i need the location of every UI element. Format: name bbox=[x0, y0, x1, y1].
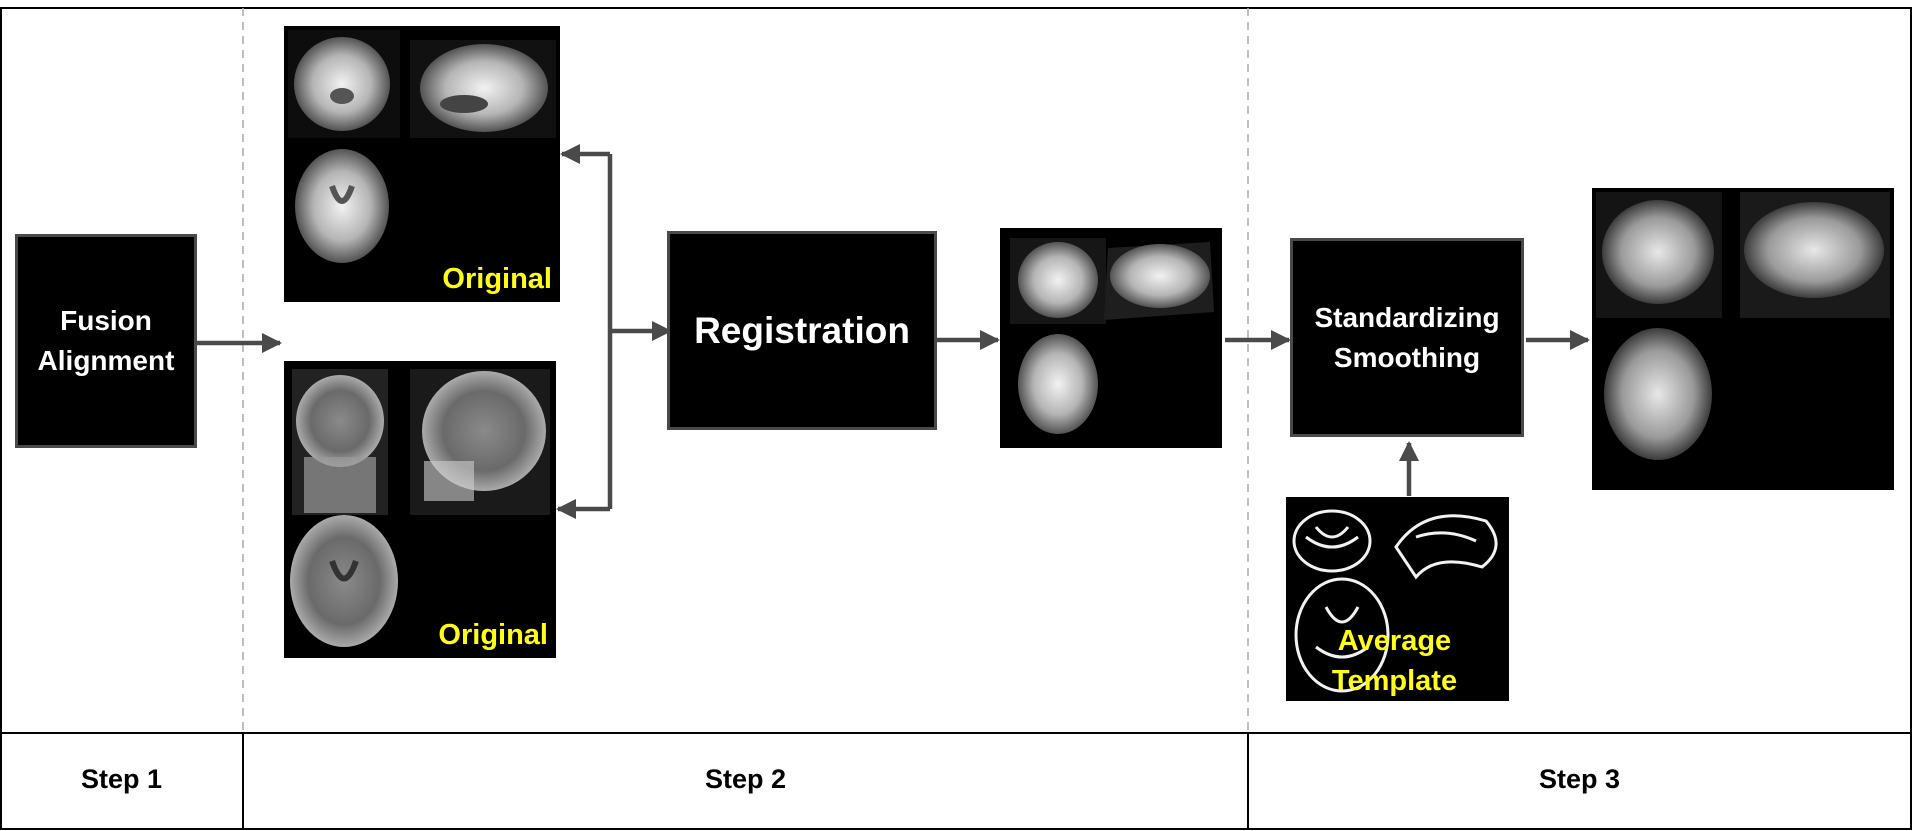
coronal-brain-icon bbox=[294, 37, 390, 131]
template-caption: Average Template bbox=[1331, 625, 1458, 697]
fusion-alignment-label: Fusion Alignment bbox=[37, 305, 175, 376]
axial-brain-icon bbox=[1018, 334, 1098, 434]
registration-label: Registration bbox=[694, 309, 910, 351]
coronal-brain-icon bbox=[296, 375, 384, 513]
mri-original-caption: Original bbox=[438, 619, 548, 651]
registered-panel bbox=[1000, 228, 1222, 448]
sagittal-brain-icon bbox=[422, 371, 546, 501]
mri-original-panel: Original bbox=[284, 361, 556, 658]
axial-brain-icon bbox=[290, 515, 398, 647]
step-3-label: Step 3 bbox=[1538, 764, 1621, 794]
sagittal-brain-icon bbox=[1744, 202, 1884, 298]
outer-border bbox=[0, 7, 1912, 830]
standardizing-smoothing-box: Standardizing Smoothing bbox=[1290, 238, 1524, 437]
registration-box: Registration bbox=[667, 231, 937, 430]
sagittal-brain-icon bbox=[420, 44, 548, 132]
coronal-brain-icon bbox=[1292, 509, 1372, 573]
axial-brain-icon bbox=[295, 149, 389, 263]
axial-brain-icon bbox=[1294, 577, 1390, 693]
coronal-brain-icon bbox=[1602, 200, 1714, 304]
sagittal-brain-icon bbox=[1110, 244, 1210, 308]
pet-original-panel: Original bbox=[284, 26, 560, 302]
step-1-label: Step 1 bbox=[80, 764, 163, 794]
axial-brain-icon bbox=[1604, 328, 1712, 460]
fusion-alignment-box: Fusion Alignment bbox=[15, 234, 197, 448]
sagittal-brain-icon bbox=[1394, 514, 1498, 580]
step-2-label: Step 2 bbox=[704, 764, 787, 794]
pet-original-caption: Original bbox=[442, 263, 552, 295]
standardizing-smoothing-label: Standardizing Smoothing bbox=[1314, 301, 1500, 373]
template-panel: Average Template bbox=[1286, 497, 1509, 701]
smoothed-panel bbox=[1592, 188, 1894, 490]
coronal-brain-icon bbox=[1018, 242, 1098, 318]
